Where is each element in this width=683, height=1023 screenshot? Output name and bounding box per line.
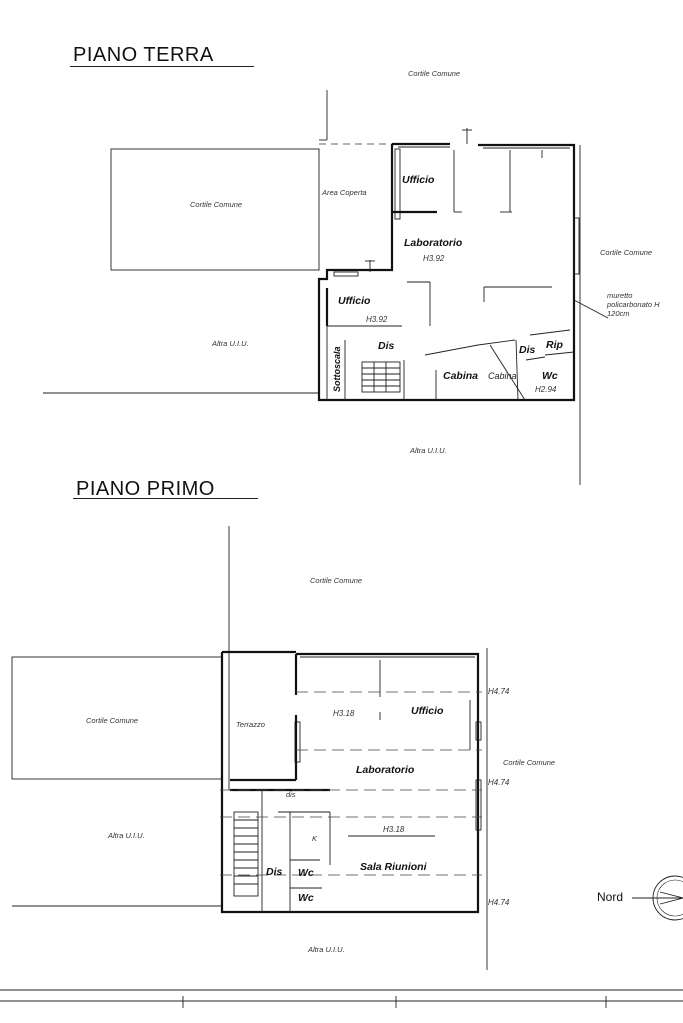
first-cortile-top: Cortile Comune — [310, 576, 362, 585]
ground-room-ufficio-2: Ufficio — [338, 295, 371, 307]
ground-stairs — [361, 361, 401, 393]
first-floor-title-underline — [73, 498, 258, 499]
ground-altra-uiu-left: Altra U.I.U. — [211, 339, 249, 348]
first-floor-title: PIANO PRIMO — [76, 478, 215, 500]
ground-room-sottoscala: Sottoscala — [332, 346, 342, 392]
ground-room-cabina-1: Cabina — [443, 370, 478, 382]
first-k: K — [312, 834, 318, 843]
first-building-walls — [220, 652, 480, 914]
first-room-wc-1: Wc — [298, 867, 314, 879]
first-dis-small: dis — [286, 790, 296, 799]
first-h-mid: H4.74 — [488, 778, 510, 787]
first-floor-plan — [11, 526, 488, 970]
ground-room-ufficio-1: Ufficio — [402, 174, 435, 186]
first-room-ufficio: Ufficio — [411, 705, 444, 717]
ground-room-cabina-2: Cabina — [488, 371, 517, 381]
ground-cortile-top: Cortile Comune — [408, 69, 460, 78]
ground-room-dis-1: Dis — [378, 340, 395, 352]
ground-area-coperta: Area Coperta — [321, 188, 367, 197]
first-h-top: H4.74 — [488, 687, 510, 696]
first-cortile-right: Cortile Comune — [503, 758, 555, 767]
north-arrow-icon — [632, 875, 683, 921]
ground-h-laboratorio: H3.92 — [423, 254, 445, 263]
ground-murretto-line1: muretto — [607, 291, 632, 300]
ground-murretto-line3: 120cm — [607, 309, 630, 318]
ground-room-laboratorio: Laboratorio — [404, 237, 463, 249]
first-room-sala-riunioni: Sala Riunioni — [360, 861, 428, 873]
first-stairs — [233, 811, 259, 897]
first-room-wc-2: Wc — [298, 892, 314, 904]
first-room-dis: Dis — [266, 866, 283, 878]
first-room-laboratorio: Laboratorio — [356, 764, 415, 776]
ground-floor-title-underline — [70, 66, 254, 67]
ground-cortile-left: Cortile Comune — [190, 200, 242, 209]
ground-murretto-line2: policarbonato H — [606, 300, 660, 309]
ground-light-fixture-icon — [365, 128, 472, 272]
ground-floor-title: PIANO TERRA — [73, 44, 214, 66]
first-altra-uiu-left: Altra U.I.U. — [107, 831, 145, 840]
first-h-bottom: H4.74 — [488, 898, 510, 907]
ground-h-ufficio-2: H3.92 — [366, 315, 388, 324]
first-h-sala: H3.18 — [383, 825, 405, 834]
ground-h-wc: H2.94 — [535, 385, 557, 394]
ground-courtyard-left-outline — [110, 148, 320, 271]
ground-floor-plan — [43, 90, 609, 485]
first-altra-uiu-bottom: Altra U.I.U. — [307, 945, 345, 954]
ground-room-dis-2: Dis — [519, 344, 536, 356]
ground-cortile-right: Cortile Comune — [600, 248, 652, 257]
ground-room-rip: Rip — [546, 339, 564, 351]
first-h-ufficio: H3.18 — [333, 709, 355, 718]
first-nord-label: Nord — [597, 890, 623, 904]
first-cortile-left: Cortile Comune — [86, 716, 138, 725]
ground-room-wc: Wc — [542, 370, 558, 382]
bottom-scale-strip — [0, 989, 683, 1008]
first-terrazzo: Terrazzo — [236, 720, 265, 729]
ground-altra-uiu-bottom: Altra U.I.U. — [409, 446, 447, 455]
